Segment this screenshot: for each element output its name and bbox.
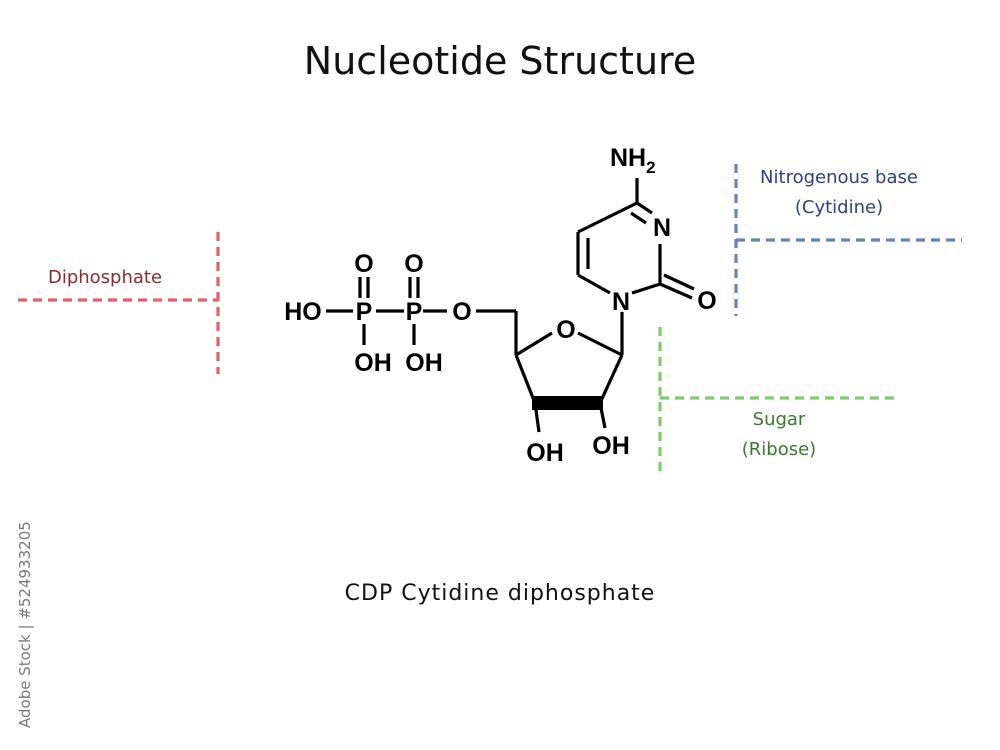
atom-c2prime-oh: OH (592, 432, 630, 460)
atom-n3: N (653, 214, 671, 242)
bond-o4-c4prime (515, 331, 553, 357)
diphosphate-annotation: Diphosphate (18, 232, 220, 374)
sugar-label-line1: Sugar (753, 409, 806, 430)
bond-c3prime-c2prime-wedge (532, 396, 603, 410)
bond-c2-o-double (663, 273, 695, 291)
bond-c2prime-oh (598, 402, 607, 429)
nh2-label: NH2 (610, 144, 656, 177)
atom-p2-oh: OH (405, 349, 443, 377)
atom-c3prime-oh: OH (526, 439, 564, 467)
bond-c6-n1 (577, 273, 611, 295)
atom-ring-o: O (556, 316, 575, 344)
molecule-bonds (326, 178, 695, 433)
atom-n1: N (612, 288, 630, 316)
atom-p2: P (406, 298, 423, 326)
bond-c4-c5 (577, 201, 638, 234)
molecule-caption: CDP Cytidine diphosphate (345, 581, 656, 606)
atom-p1: P (356, 298, 373, 326)
bond-c4-n3-double (630, 211, 647, 225)
bond-c4-n3 (636, 201, 653, 215)
atom-p1-o: O (354, 250, 373, 278)
bond-c3prime-oh (533, 402, 541, 433)
molecule-atoms: NH2 N N O O O P P O O HO OH OH OH OH (284, 144, 716, 467)
base-annotation: Nitrogenous base (Cytidine) (734, 164, 962, 316)
bond-n1-c2 (631, 282, 661, 295)
bond-c1prime-o4 (577, 331, 623, 357)
atom-ho: HO (284, 298, 322, 326)
diphosphate-label: Diphosphate (48, 267, 162, 288)
page-title: Nucleotide Structure (304, 39, 696, 83)
sugar-label-line2: (Ribose) (742, 439, 816, 460)
sugar-annotation: Sugar (Ribose) (658, 327, 900, 471)
atom-carbonyl-o: O (697, 287, 716, 315)
bond-c1prime-c2prime (598, 354, 624, 404)
atom-ester-o: O (452, 298, 471, 326)
stock-credit: Adobe Stock | #524933205 (16, 521, 34, 728)
bond-c4prime-c3prime (514, 354, 537, 404)
atom-p1-oh: OH (354, 349, 392, 377)
base-label-line1: Nitrogenous base (760, 167, 918, 188)
atom-p2-o: O (404, 250, 423, 278)
bond-c2-o (659, 282, 693, 300)
base-label-line2: (Cytidine) (795, 197, 883, 218)
